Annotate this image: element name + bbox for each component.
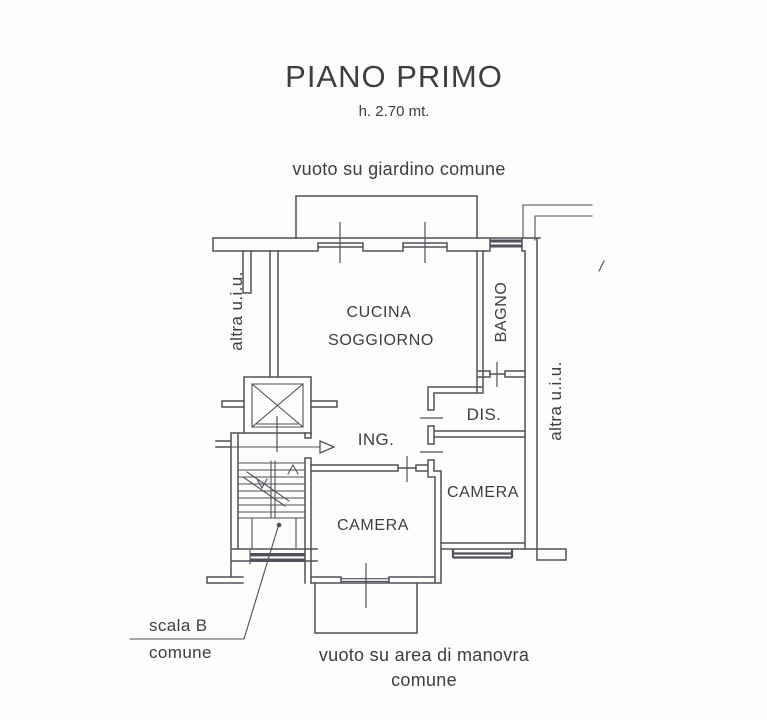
room-label-bedroom-center: CAMERA bbox=[337, 517, 409, 534]
label-adjacent-unit-left: altra u.i.u. bbox=[227, 271, 246, 350]
label-adjacent-unit-right: altra u.i.u. bbox=[546, 361, 565, 440]
room-label-dis: DIS. bbox=[467, 405, 502, 424]
balcony-bottom-outline bbox=[315, 583, 417, 633]
room-label-kitchen-living-line1: CUCINA bbox=[347, 304, 412, 321]
adjacent-building-lines-top-right bbox=[523, 205, 592, 240]
party-walls-left bbox=[243, 251, 278, 377]
leader-line bbox=[130, 527, 278, 639]
balcony-top-outline bbox=[296, 196, 477, 238]
stair-break-line bbox=[243, 472, 289, 506]
stairwell-window bbox=[250, 549, 305, 564]
room-label-kitchen-living-line2: SOGGIORNO bbox=[328, 332, 434, 349]
room-label-bedroom-right: CAMERA bbox=[447, 484, 519, 501]
bathroom-window bbox=[490, 239, 522, 248]
scan-mark bbox=[599, 261, 604, 271]
reference-dot bbox=[276, 522, 282, 528]
bedroom-right-window-sill bbox=[453, 549, 512, 558]
label-stair-line2: comune bbox=[149, 643, 212, 662]
room-label-bathroom: BAGNO bbox=[493, 282, 510, 343]
label-stair-line1: scala B bbox=[149, 616, 208, 635]
door-ticks bbox=[366, 362, 497, 608]
bedroom-center-window bbox=[341, 579, 389, 582]
stair-leader bbox=[130, 522, 282, 639]
staircase-symbol bbox=[238, 461, 305, 548]
stair-direction-chevrons bbox=[257, 465, 298, 488]
label-maneuver-void-line2: comune bbox=[391, 670, 457, 690]
height-note: h. 2.70 mt. bbox=[359, 103, 430, 120]
room-label-entrance: ING. bbox=[358, 430, 395, 449]
entrance-arrow-icon bbox=[232, 441, 334, 453]
page-title: PIANO PRIMO bbox=[285, 59, 503, 94]
label-maneuver-void-line1: vuoto su area di manovra bbox=[319, 645, 530, 665]
label-garden-void: vuoto su giardino comune bbox=[292, 159, 505, 179]
window-axis-ticks bbox=[340, 222, 425, 263]
